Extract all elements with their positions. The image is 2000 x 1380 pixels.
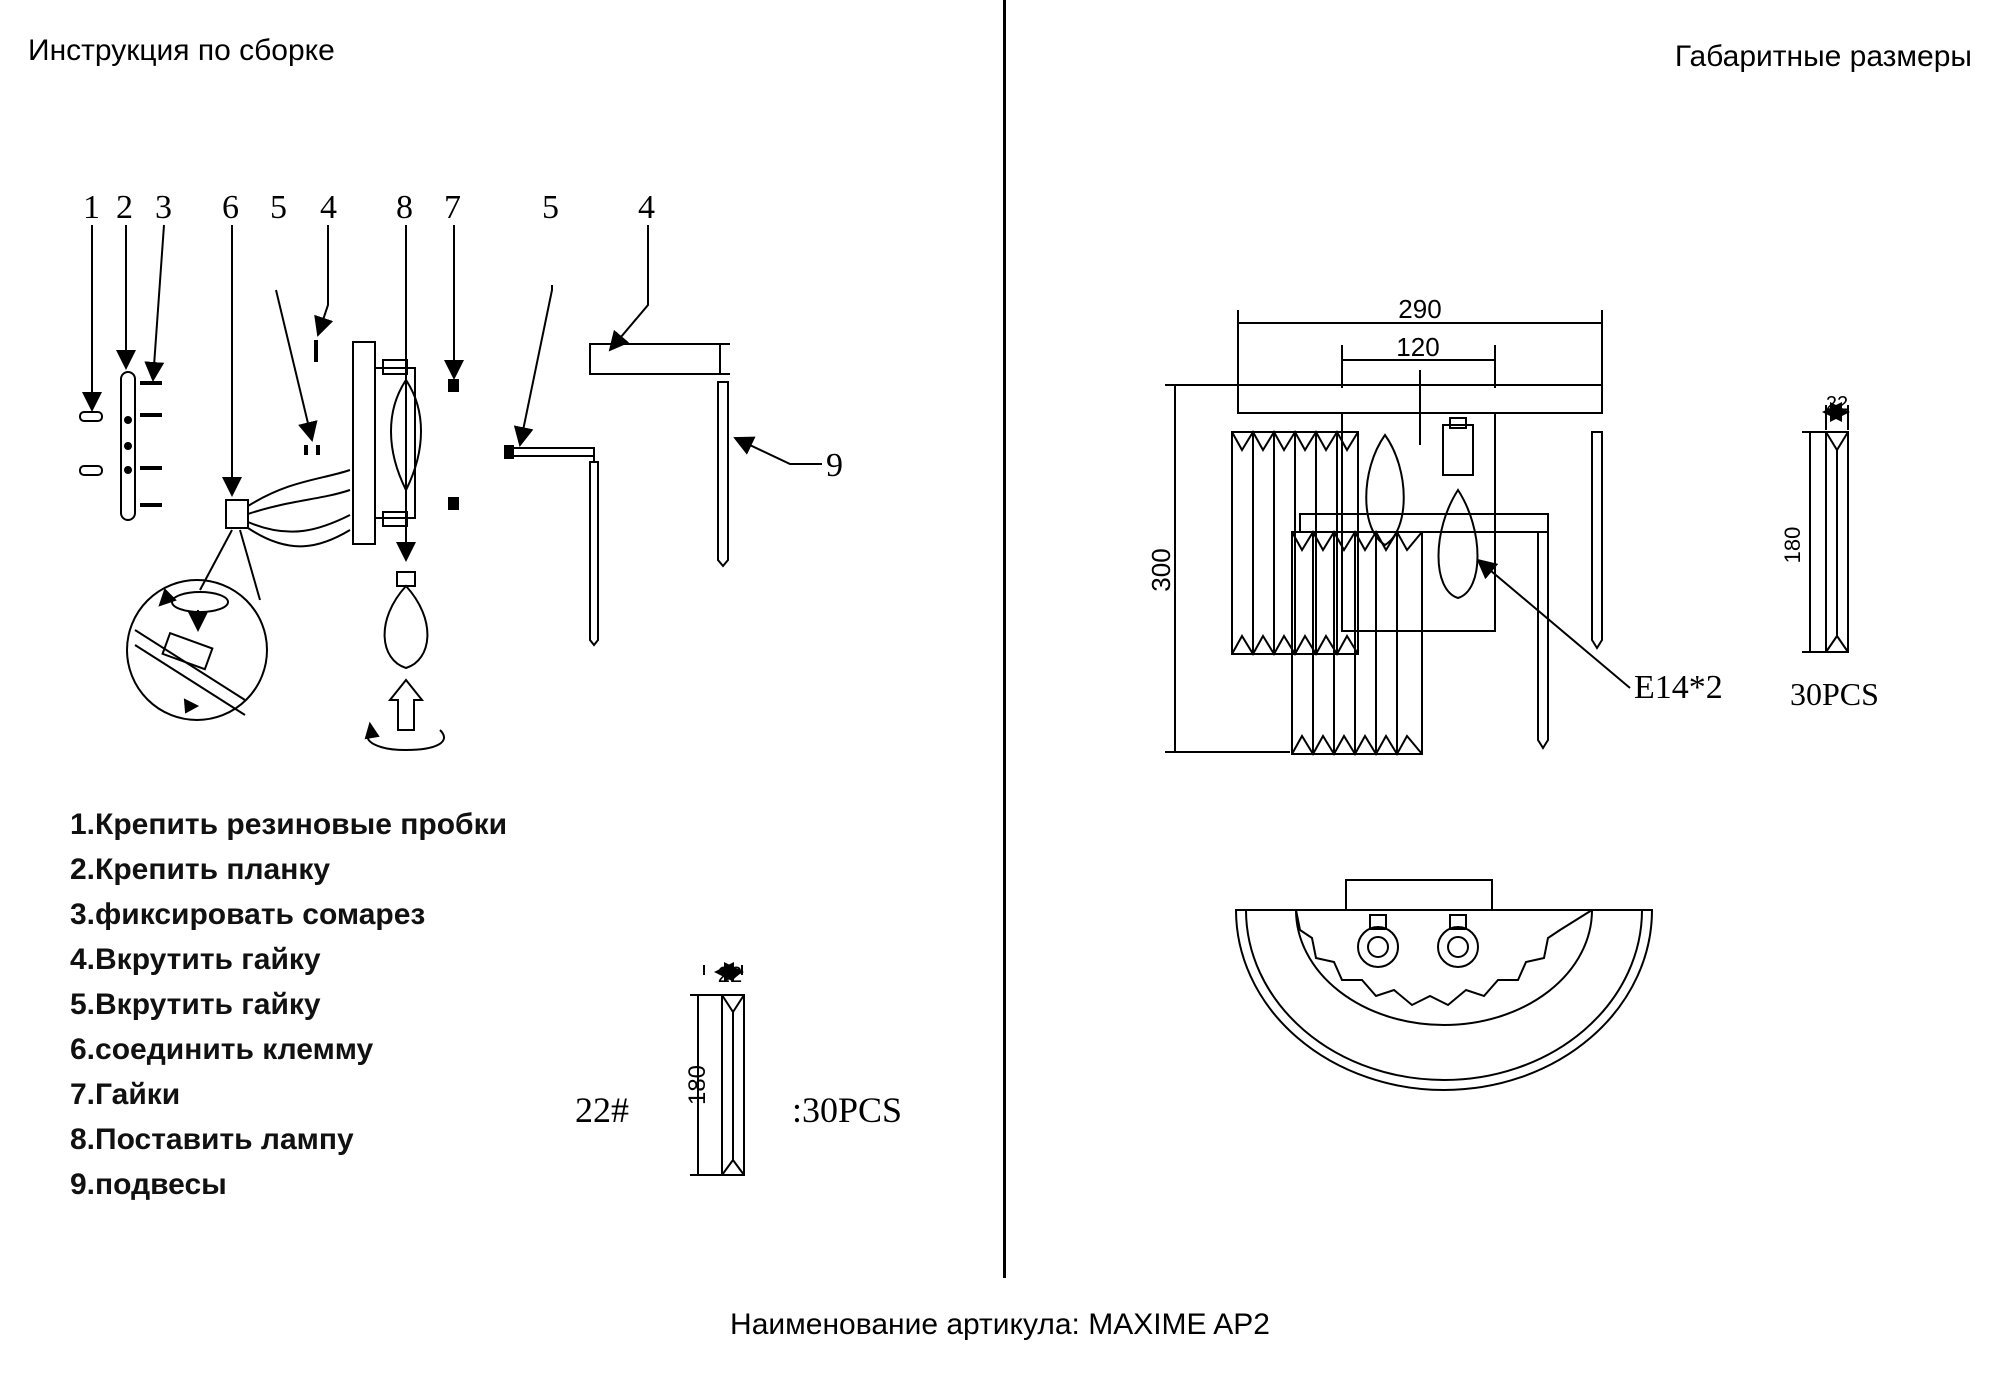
right-pendant-count: 30PCS xyxy=(1790,676,1879,712)
callout-3: 3 xyxy=(155,189,172,226)
pendant-count: :30PCS xyxy=(792,1090,902,1130)
center-divider xyxy=(1003,0,1006,1278)
right-pendant-width: 22 xyxy=(1826,393,1848,415)
pendant-code: 22# xyxy=(575,1090,629,1130)
callout-2: 2 xyxy=(116,189,133,226)
callout-4b: 4 xyxy=(638,189,655,226)
lamp-spec: E14*2 xyxy=(1634,669,1723,706)
step-4: 4.Вкрутить гайку xyxy=(70,943,321,976)
step-9: 9.подвесы xyxy=(70,1168,227,1201)
left-pendant-width: 22 xyxy=(718,962,742,987)
right-pendant-height: 180 xyxy=(1780,527,1805,564)
left-pendant-height: 180 xyxy=(684,1065,711,1105)
step-7: 7.Гайки xyxy=(70,1078,181,1111)
dim-height: 300 xyxy=(1146,548,1176,591)
step-2: 2.Крепить планку xyxy=(70,853,331,886)
dim-mount-width: 120 xyxy=(1396,332,1439,362)
callout-5b: 5 xyxy=(542,189,559,226)
step-6: 6.соединить клемму xyxy=(70,1033,374,1066)
callout-7: 7 xyxy=(444,189,461,226)
callout-6: 6 xyxy=(222,189,239,226)
front-crystal-row xyxy=(1291,530,1423,756)
dim-overall-width: 290 xyxy=(1398,294,1441,324)
pendant-detail-left xyxy=(690,962,745,1176)
callout-5: 5 xyxy=(270,189,287,226)
assembly-steps: 1.Крепить резиновые пробки 2.Крепить пла… xyxy=(70,802,507,1207)
callout-1: 1 xyxy=(83,189,100,226)
top-view xyxy=(1234,879,1654,1091)
back-crystal-row xyxy=(1231,430,1359,656)
callout-4: 4 xyxy=(320,189,337,226)
assembly-title: Инструкция по сборке xyxy=(28,34,335,67)
step-3: 3.фиксировать сомарез xyxy=(70,898,426,931)
article-name: Наименование артикула: MAXIME AP2 xyxy=(730,1308,1270,1341)
callout-9: 9 xyxy=(826,447,843,484)
callout-8: 8 xyxy=(396,189,413,226)
step-1: 1.Крепить резиновые пробки xyxy=(70,808,508,841)
assembly-diagram: 1 2 3 6 5 4 8 7 5 4 9 xyxy=(79,189,843,752)
front-view xyxy=(1165,310,1631,756)
step-5: 5.Вкрутить гайку xyxy=(70,988,321,1021)
pendant-detail-right xyxy=(1802,402,1850,653)
step-8: 8.Поставить лампу xyxy=(70,1123,354,1156)
dimensions-title: Габаритные размеры xyxy=(1674,40,1972,73)
